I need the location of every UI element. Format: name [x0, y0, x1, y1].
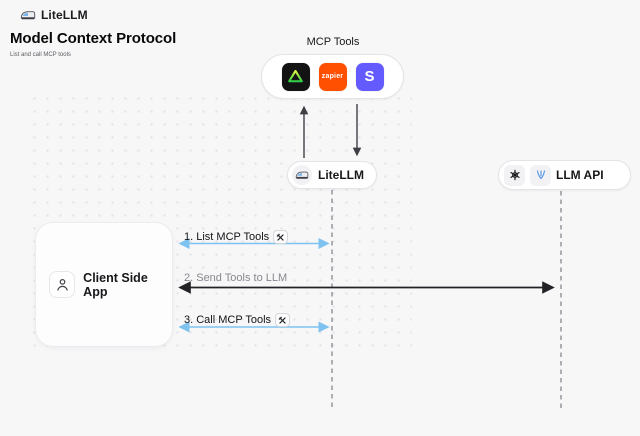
- litellm-train-icon: [292, 165, 312, 185]
- message-send-tools-to-llm: 2. Send Tools to LLM: [184, 272, 287, 284]
- message-3-label: 3. Call MCP Tools: [184, 314, 272, 326]
- client-side-app-node: Client Side App: [35, 222, 173, 347]
- tool-icon-triangle: [281, 62, 310, 91]
- llm-api-node-label: LLM API: [556, 168, 604, 182]
- message-2-label: 2. Send Tools to LLM: [184, 272, 288, 284]
- litellm-train-icon: [20, 11, 36, 20]
- message-1-label: 1. List MCP Tools: [184, 231, 270, 243]
- message-list-mcp-tools: 1. List MCP Tools: [184, 230, 289, 244]
- litellm-node: LiteLLM: [287, 161, 377, 189]
- litellm-node-label: LiteLLM: [318, 168, 364, 182]
- page-title: Model Context Protocol: [10, 30, 177, 47]
- mcp-tools-label: MCP Tools: [306, 36, 360, 48]
- page-subtitle: List and call MCP tools: [10, 52, 71, 58]
- brand-logo: LiteLLM: [20, 7, 88, 23]
- tools-icon: [275, 313, 291, 327]
- user-icon: [49, 271, 76, 298]
- tools-icon: [273, 230, 289, 244]
- zapier-logo-text: zapier: [321, 73, 344, 80]
- mcp-tools-group: zapier S: [261, 54, 404, 99]
- llm-api-node: LLM API: [498, 160, 631, 190]
- stripe-logo-text: S: [364, 68, 375, 85]
- client-side-app-label: Client Side App: [83, 270, 148, 299]
- llm-provider-icon: [530, 164, 551, 186]
- openai-icon: [504, 164, 525, 186]
- tool-icon-zapier: zapier: [318, 62, 347, 91]
- triangle-logo-icon: [288, 69, 303, 83]
- tool-icon-stripe: S: [355, 62, 384, 91]
- message-call-mcp-tools: 3. Call MCP Tools: [184, 313, 291, 327]
- brand-name: LiteLLM: [41, 8, 88, 22]
